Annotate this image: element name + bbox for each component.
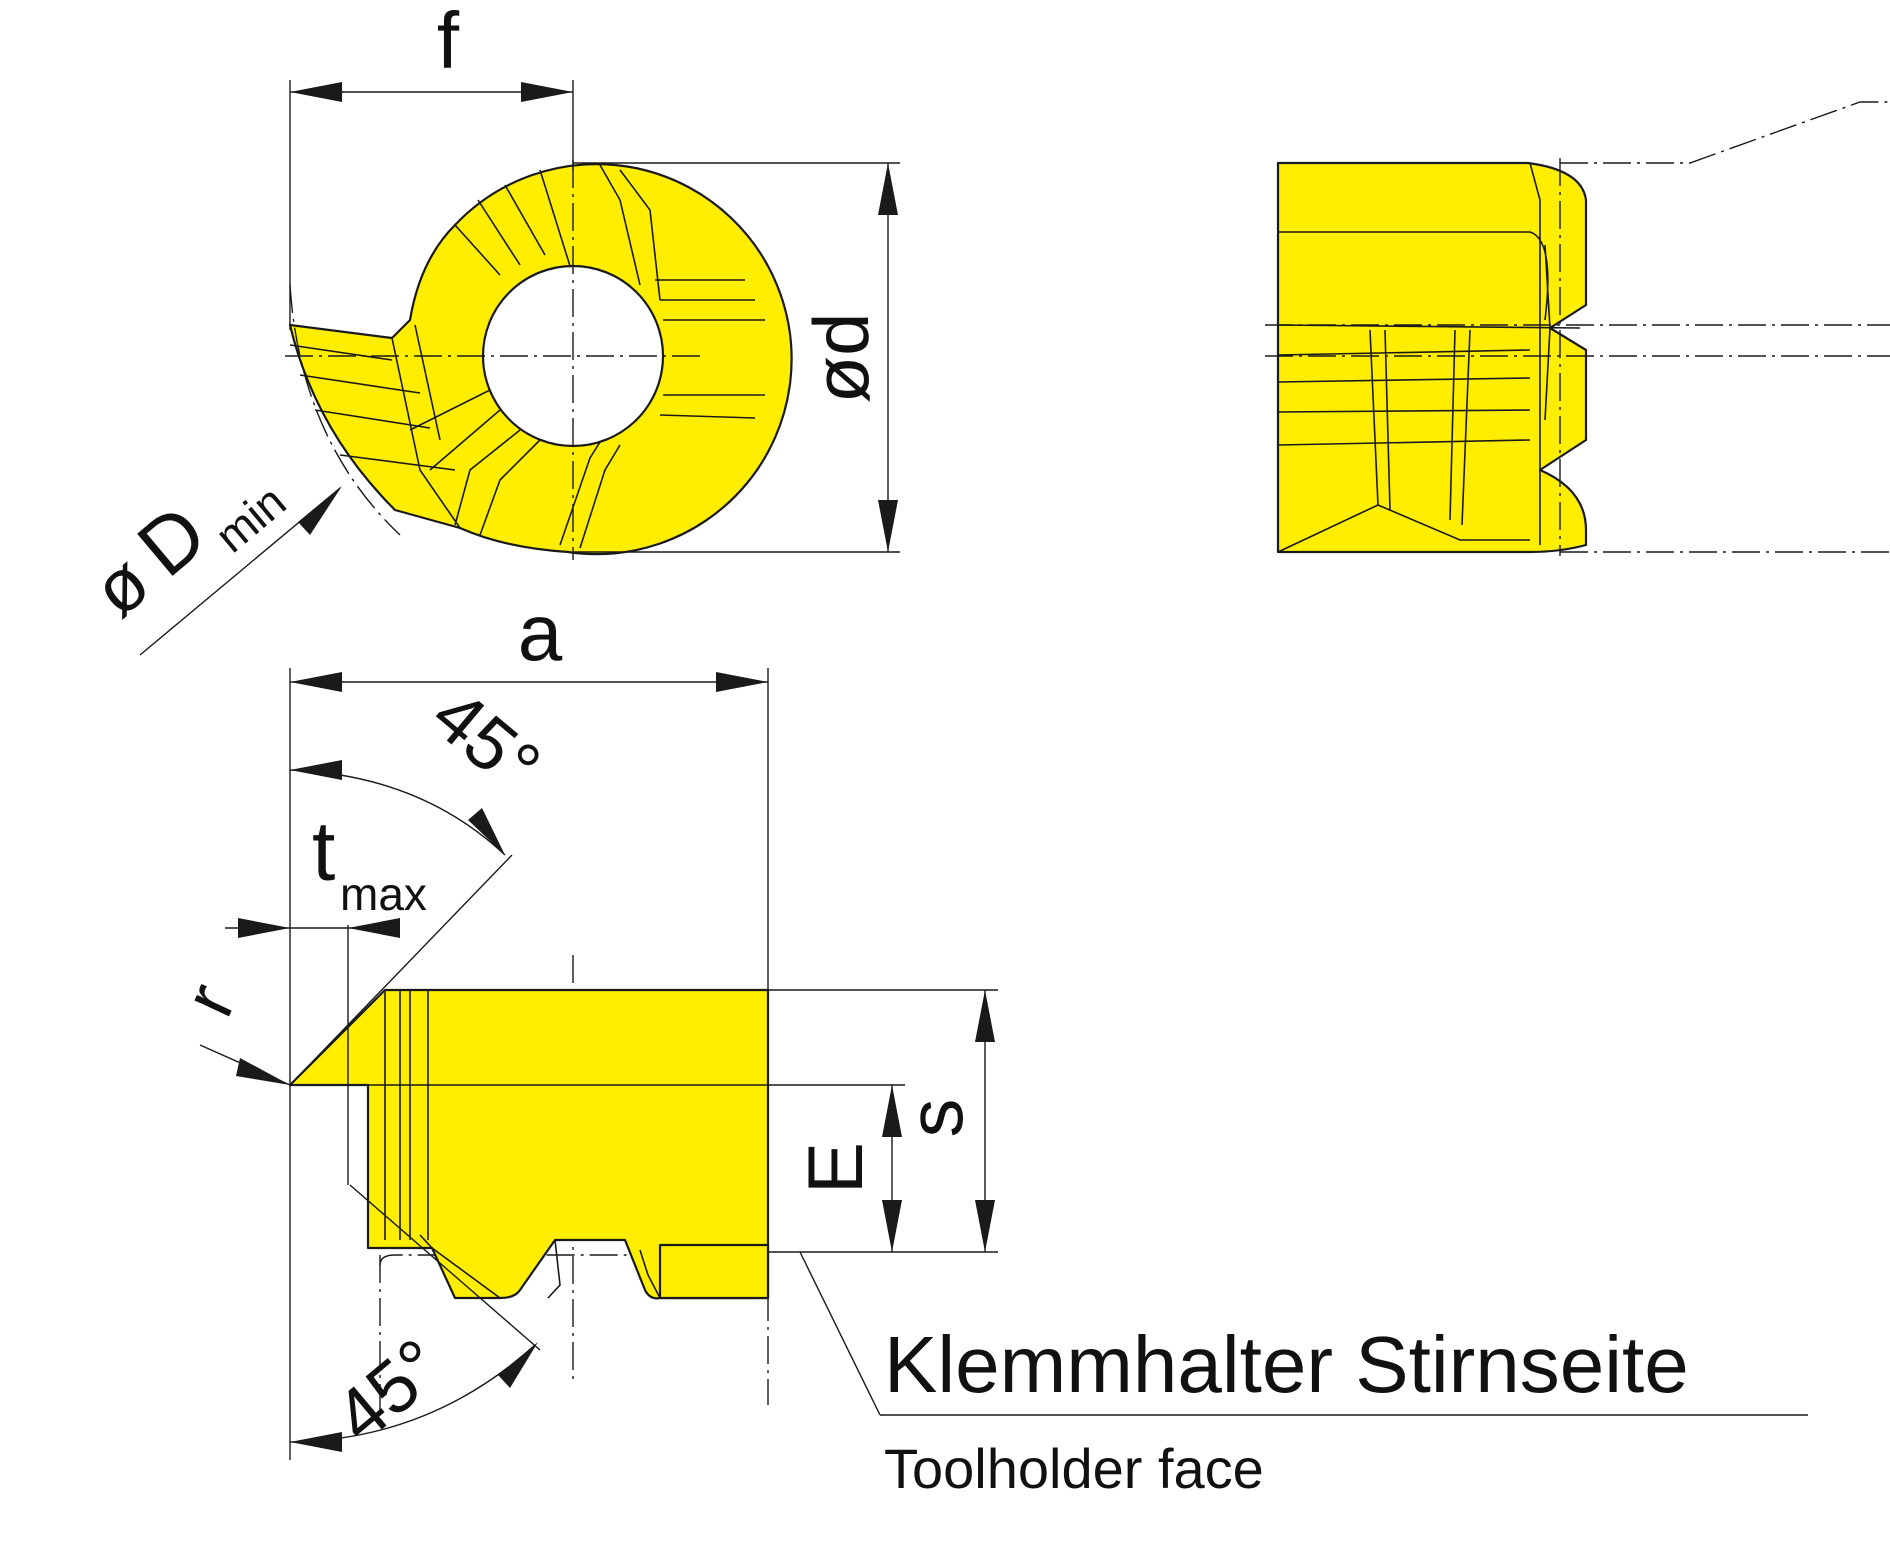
angle-top-label: 45° bbox=[417, 673, 556, 809]
front-view bbox=[139, 80, 900, 656]
top-view bbox=[199, 668, 1808, 1460]
f-label: f bbox=[437, 0, 460, 85]
tmax-subscript: max bbox=[340, 868, 427, 920]
caption-leader-line bbox=[799, 1251, 881, 1416]
d-label: ød bbox=[797, 312, 885, 403]
a-label: a bbox=[518, 588, 563, 677]
tmax-main: t bbox=[312, 804, 335, 898]
top-view-facets bbox=[384, 990, 661, 1299]
front-view-facets bbox=[289, 164, 765, 549]
r-label: r bbox=[169, 972, 252, 1028]
caption-german: Klemmhalter Stirnseite bbox=[884, 1320, 1689, 1409]
dmin-subscript: min bbox=[205, 475, 295, 562]
tmax-label: t bbox=[312, 804, 335, 898]
dmin-label: ø D min bbox=[77, 475, 295, 633]
s-label: s bbox=[891, 1099, 979, 1138]
side-view-insert-body bbox=[1276, 161, 1588, 554]
e-label: E bbox=[791, 1142, 879, 1194]
caption-english: Toolholder face bbox=[884, 1437, 1264, 1500]
side-view bbox=[1265, 101, 1890, 556]
